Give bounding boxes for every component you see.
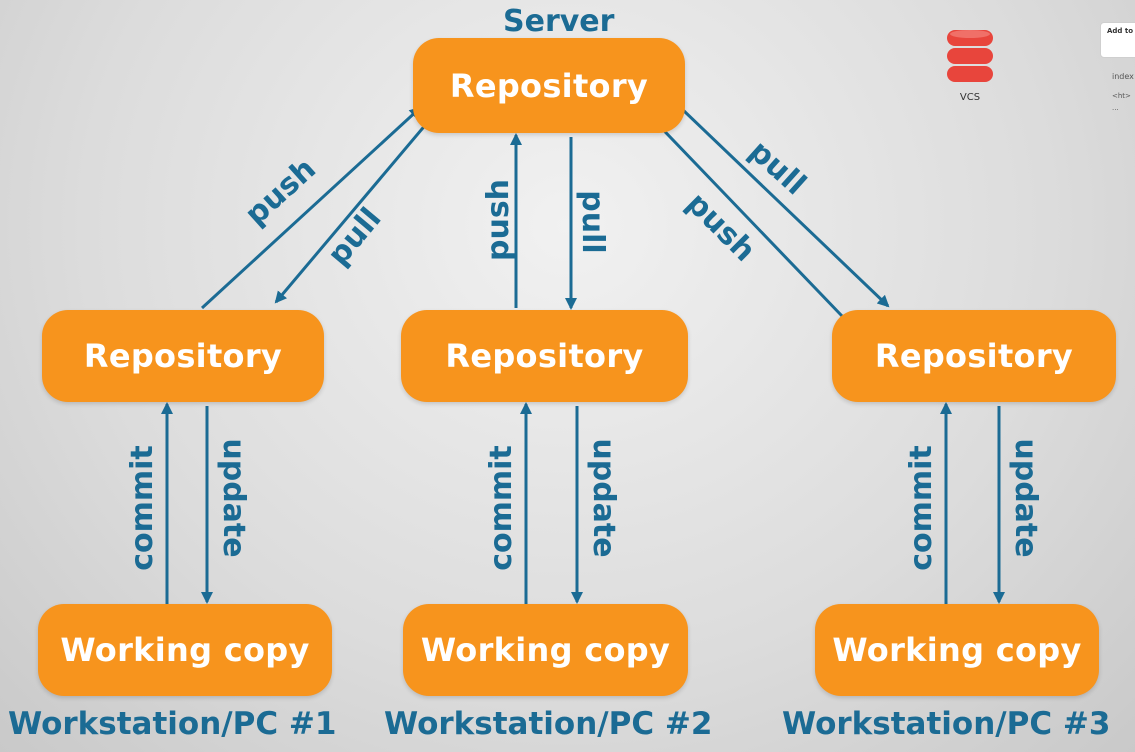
update-label-3: update [1008,438,1043,557]
repository-3: Repository [832,310,1116,402]
commit-label-1: commit [125,445,160,571]
update-label-2: update [586,438,621,557]
commit-label-3: commit [904,445,939,571]
server-caption: Server [503,4,615,39]
pull-label-1: pull [321,201,389,272]
pull-arrow-1 [274,109,440,304]
workstation-label-1: Workstation/PC #1 [8,706,337,742]
vcs-logo: VCS [940,24,1000,103]
html-snippet: <ht> [1112,92,1131,100]
commit-label-2: commit [484,445,519,571]
add-to-index-card: Add to in [1100,22,1135,58]
pull-label-2: pull [575,190,610,253]
snippet-ellipsis: ... [1112,104,1119,112]
workstation-label-3: Workstation/PC #3 [782,706,1111,742]
repository-2: Repository [401,310,688,402]
pull-label-3: pull [742,134,813,202]
workstation-label-2: Workstation/PC #2 [384,706,713,742]
working-copy-1: Working copy [38,604,332,696]
push-label-2: push [481,179,516,261]
pull-arrow-3 [681,108,890,308]
push-arrow-3 [646,112,844,318]
index-file-label: index [1112,72,1134,81]
vcs-label: VCS [959,92,981,103]
push-label-3: push [679,186,762,269]
working-copy-3: Working copy [815,604,1099,696]
push-arrow-1 [200,106,422,310]
push-label-1: push [238,151,322,232]
update-label-1: update [216,438,251,557]
database-stack-icon [947,30,993,82]
server-repository: Repository [413,38,685,133]
repository-1: Repository [42,310,324,402]
working-copy-2: Working copy [403,604,688,696]
